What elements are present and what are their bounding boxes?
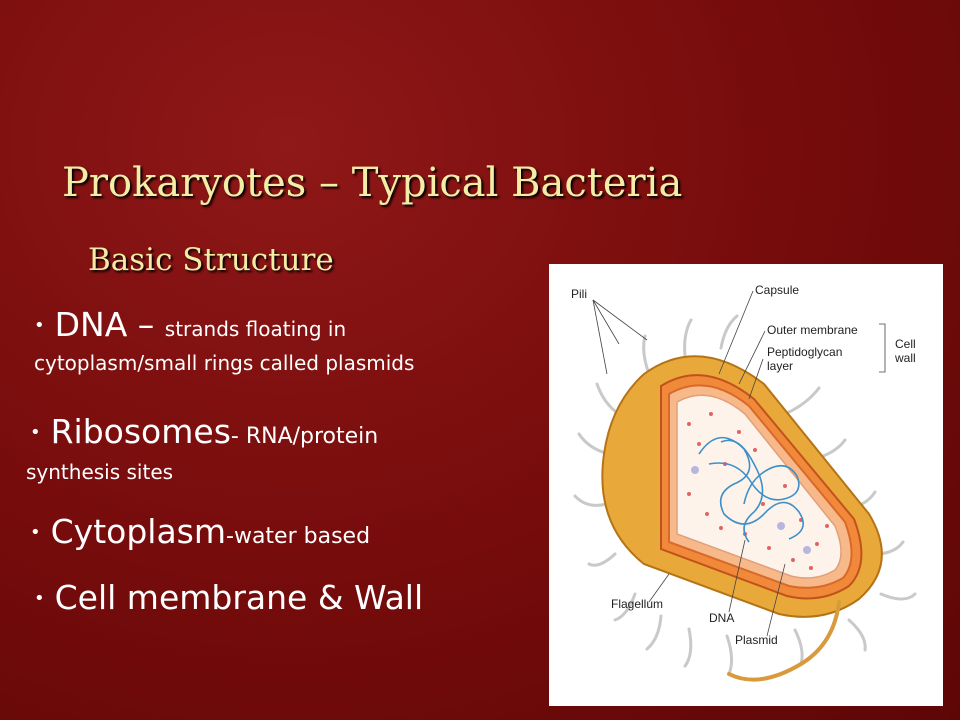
bullet-dna: • DNA – strands floating in cytoplasm/sma… xyxy=(34,305,414,375)
label-peptidoglycan: Peptidoglycan xyxy=(767,345,842,359)
label-dna: DNA xyxy=(709,611,734,625)
label-pili: Pili xyxy=(571,287,587,301)
bullet-term: Ribosomes xyxy=(50,412,231,451)
bullet-term: Cell membrane & Wall xyxy=(54,578,424,617)
label-peptidoglycan-layer: layer xyxy=(767,359,793,373)
bullet-marker: • xyxy=(34,315,45,336)
bullet-description: - RNA/protein xyxy=(230,424,379,449)
bullet-marker: • xyxy=(34,588,45,609)
bacteria-diagram: Pili Capsule Outer membrane Peptidoglyca… xyxy=(549,264,943,706)
bullet-description: strands floating in xyxy=(164,317,347,341)
slide-title: Prokaryotes – Typical Bacteria xyxy=(62,160,683,206)
bullet-marker: • xyxy=(30,422,41,443)
bullet-term: Cytoplasm xyxy=(50,512,227,551)
label-outer-membrane: Outer membrane xyxy=(767,323,858,337)
label-flagellum: Flagellum xyxy=(611,597,663,611)
bullet-cell-membrane: • Cell membrane & Wall xyxy=(34,578,423,617)
dna-strands xyxy=(698,436,805,543)
label-cell: Cell xyxy=(895,337,916,351)
bullet-term: DNA – xyxy=(54,305,165,344)
leader-lines xyxy=(592,290,886,637)
flagellum-shape xyxy=(727,600,841,682)
bullet-ribosomes: • Ribosomes- RNA/protein synthesis sites xyxy=(26,412,379,484)
bullet-description: -water based xyxy=(226,524,371,549)
slide-subtitle: Basic Structure xyxy=(88,242,334,278)
plasmid-circles xyxy=(691,466,811,554)
bacteria-illustration: Pili Capsule Outer membrane Peptidoglyca… xyxy=(571,283,917,682)
label-wall: wall xyxy=(894,351,916,365)
bullet-continuation: synthesis sites xyxy=(26,460,174,484)
bullet-continuation: cytoplasm/small rings called plasmids xyxy=(34,351,415,375)
bullet-cytoplasm: • Cytoplasm-water based xyxy=(30,512,370,551)
label-plasmid: Plasmid xyxy=(735,633,778,647)
label-capsule: Capsule xyxy=(755,283,799,297)
bullet-marker: • xyxy=(30,522,41,543)
